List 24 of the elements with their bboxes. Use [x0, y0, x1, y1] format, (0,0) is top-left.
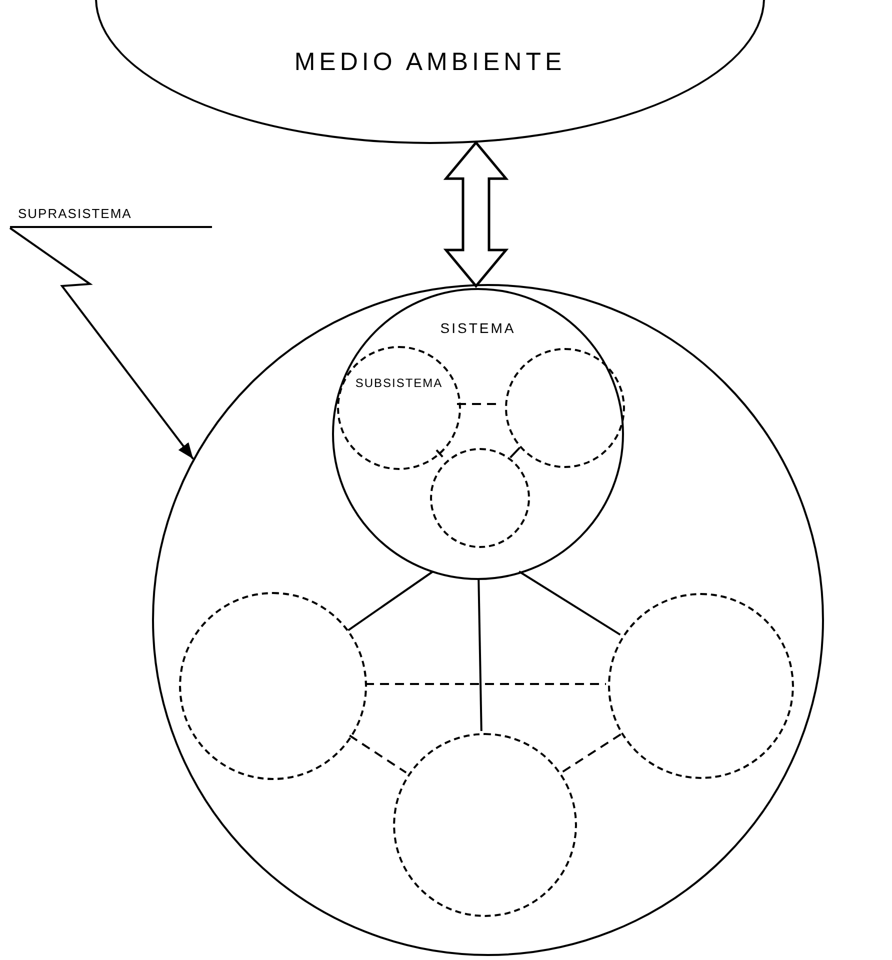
dashed-line [349, 734, 407, 774]
leader-line [9, 227, 194, 460]
connector-line [518, 570, 621, 636]
dashed-circle [393, 733, 577, 917]
node-label: SISTEMA [440, 320, 516, 336]
node-label: MEDIO AMBIENTE [294, 48, 566, 77]
connector-line [478, 578, 482, 732]
connector-line [436, 449, 444, 458]
dashed-circle [505, 348, 625, 468]
dashed-circle [430, 448, 530, 548]
dashed-line [365, 683, 606, 685]
cloud-shape [95, 0, 765, 144]
circle [332, 288, 624, 580]
node-label: SUBSISTEMA [355, 376, 443, 390]
connector-line [510, 446, 521, 458]
callout-label: SUPRASISTEMA [18, 206, 132, 221]
dashed-circle [608, 593, 794, 779]
dashed-line [560, 733, 622, 774]
dashed-circle [337, 346, 461, 470]
underlined-label [10, 206, 212, 228]
connector-line [348, 570, 434, 632]
dashed-circle [179, 592, 367, 780]
circle [152, 284, 824, 956]
double-arrow [443, 140, 509, 288]
